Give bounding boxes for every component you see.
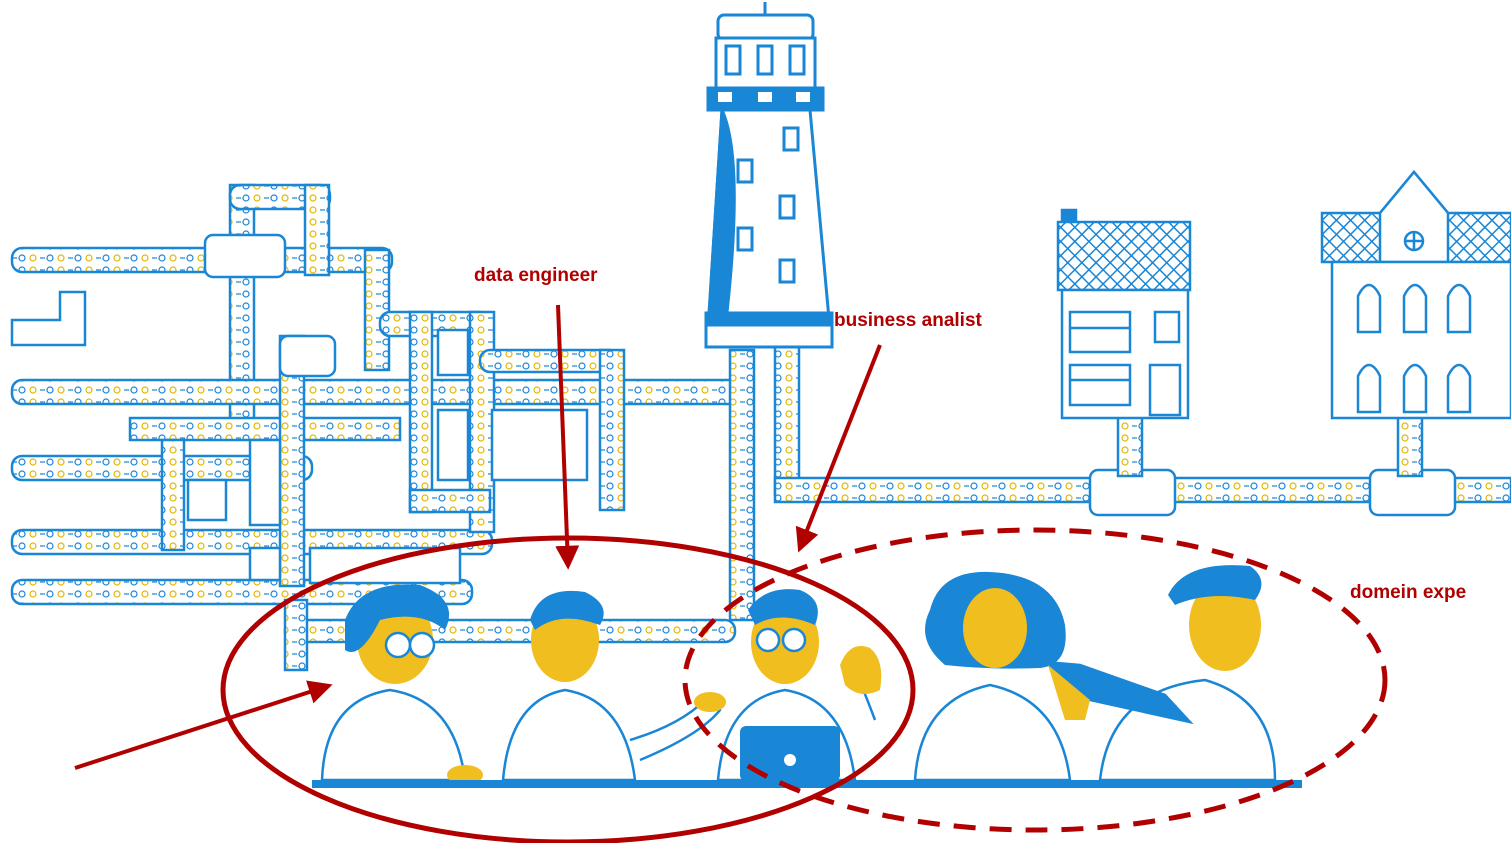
pipe-segment <box>248 546 282 582</box>
team-circle-dashed <box>682 527 1388 833</box>
pipe-segment <box>303 183 331 277</box>
arrow-left <box>74 680 333 770</box>
pipe-segment <box>248 438 282 527</box>
pipe-segment <box>408 310 434 514</box>
pipe-network <box>10 183 756 672</box>
pipe-joint <box>278 334 337 378</box>
pipe-segment <box>10 578 474 606</box>
pipe-segment <box>283 598 309 672</box>
pipe-segment <box>1396 414 1424 478</box>
house-icon <box>1056 208 1192 420</box>
pipe-segment <box>598 348 626 512</box>
pipe-segment <box>490 408 589 482</box>
annotations: data engineer business analist domein ex… <box>74 265 1466 843</box>
pipe-segment <box>436 408 470 482</box>
label-domein-expert: domein expe <box>1350 582 1466 603</box>
people-group <box>320 565 1277 785</box>
arrow-data-engineer <box>555 304 580 570</box>
laptop-icon <box>740 726 840 781</box>
pipe-segment <box>363 248 391 372</box>
pipe-segment <box>128 416 402 442</box>
open-book-icon <box>1041 660 1194 725</box>
pipe-elbow <box>10 290 87 347</box>
pipe-segment <box>408 488 492 514</box>
pipe-segment <box>186 478 228 522</box>
townhouse-icon <box>1320 170 1511 420</box>
pipe-segment <box>436 328 470 377</box>
person-3 <box>716 589 857 782</box>
main-pipe <box>773 343 1511 517</box>
pipe-segment <box>10 246 394 274</box>
pipe-segment <box>728 348 756 622</box>
person-1 <box>320 584 483 785</box>
person-5 <box>1041 565 1277 782</box>
water-tower-icon <box>704 2 834 349</box>
table-edge <box>312 780 1302 788</box>
pipe-segment <box>1116 414 1144 478</box>
label-data-engineer: data engineer <box>474 265 598 286</box>
person-2 <box>501 590 726 782</box>
arrow-business-analist <box>795 344 882 553</box>
pipe-segment <box>773 343 801 497</box>
pipe-segment <box>278 334 306 588</box>
pipe-segment <box>160 438 186 552</box>
pipe-joint <box>203 233 287 279</box>
label-business-analist: business analist <box>834 310 983 331</box>
person-4 <box>840 571 1072 782</box>
pipe-segment <box>10 378 754 406</box>
